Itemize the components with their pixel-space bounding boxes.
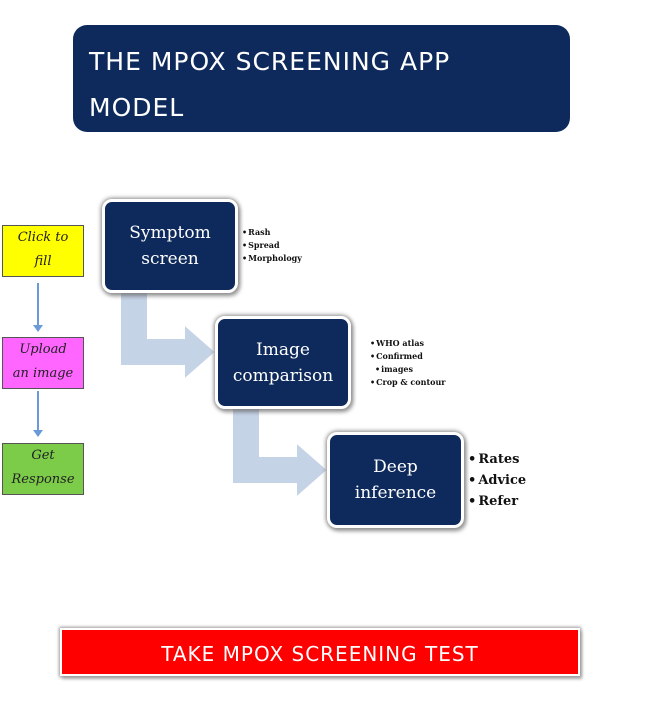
bullet-item: Advice — [468, 470, 526, 491]
deep-inference-box: Deep inference — [327, 432, 464, 528]
take-screening-test-button[interactable]: TAKE MPOX SCREENING TEST — [60, 628, 580, 676]
step-label-line-2: inference — [354, 483, 437, 503]
side-box-line-2: fill — [34, 254, 52, 269]
image-comparison-box: Image comparison — [215, 316, 351, 409]
step-label-line-1: Symptom — [129, 223, 211, 243]
title-banner: THE MPOX SCREENING APP MODEL — [73, 25, 570, 132]
side-box-line-2: an image — [12, 366, 74, 381]
side-box-line-2: Response — [11, 472, 75, 487]
bullet-item: Rates — [468, 449, 526, 470]
step-label-line-1: Deep — [373, 457, 418, 477]
side-box-line-1: Get — [31, 448, 55, 463]
bullet-item: WHO atlas — [370, 337, 446, 350]
side-arrow-down — [33, 283, 43, 332]
get-response-box[interactable]: Get Response — [2, 443, 84, 495]
step-label-line-2: comparison — [232, 365, 334, 386]
symptom-bullets: Rash Spread Morphology — [242, 226, 302, 265]
bullet-item: Confirmed — [370, 350, 446, 363]
image-comparison-bullets: WHO atlas Confirmed images Crop & contou… — [370, 337, 446, 389]
title-line-1: THE MPOX SCREENING APP — [89, 47, 451, 76]
side-box-line-1: Upload — [19, 342, 67, 357]
upload-image-box[interactable]: Upload an image — [2, 337, 84, 389]
flow-arrow-2 — [231, 408, 330, 498]
bullet-item: Crop & contour — [370, 376, 445, 389]
bullet-item: Rash — [242, 226, 302, 239]
flow-arrow-1 — [119, 290, 218, 380]
title-line-2: MODEL — [89, 93, 185, 122]
step-label-line-1: Image — [256, 339, 310, 360]
click-to-fill-box[interactable]: Click to fill — [2, 225, 84, 277]
side-arrow-down — [33, 391, 43, 437]
bullet-item: Morphology — [242, 252, 302, 265]
bullet-item: Spread — [242, 239, 302, 252]
step-label-line-2: screen — [141, 249, 199, 269]
deep-inference-bullets: Rates Advice Refer — [468, 449, 526, 512]
bullet-item: images — [370, 363, 446, 376]
symptom-screen-box: Symptom screen — [102, 199, 238, 293]
side-box-line-1: Click to — [17, 230, 69, 245]
bullet-item: Refer — [468, 491, 526, 512]
